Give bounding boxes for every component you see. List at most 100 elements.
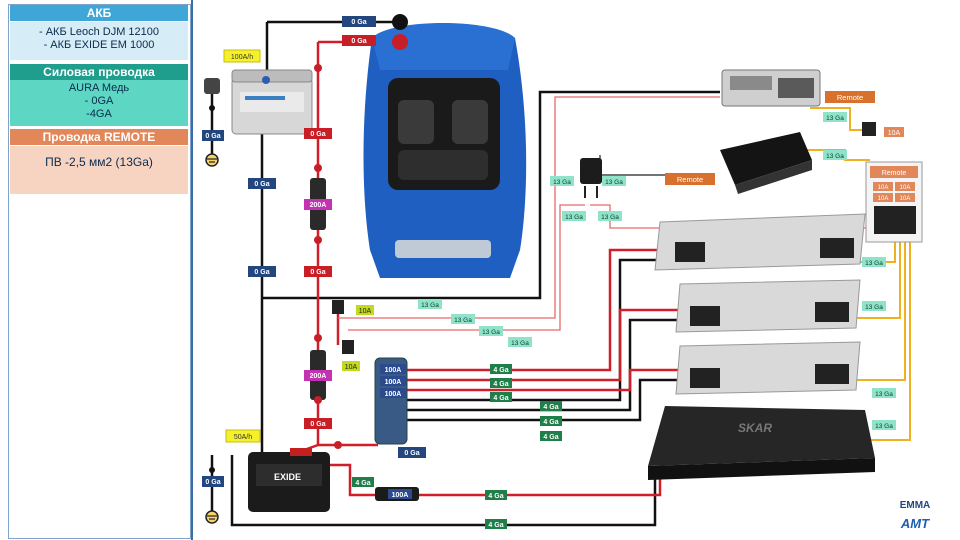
power-wiring-header: Силовая проводка	[10, 64, 188, 80]
ground-symbols	[205, 153, 219, 524]
logo: EMMA AMT	[900, 500, 931, 531]
remote-fuse-box	[865, 161, 923, 243]
fuse-100a-badges	[380, 364, 406, 398]
gauge-text-0ga: 0 Ga 0 Ga 0 Ga 0 Ga 0 Ga 0 Ga 0 Ga 0 Ga …	[205, 19, 419, 486]
power-wiring-item-2: - 0GA	[84, 95, 114, 107]
remote-wiring-item-1: ПВ -2,5 мм2 (13Ga)	[45, 155, 153, 169]
inline-fuse-100a	[375, 487, 419, 501]
gauge-tags-13ga	[418, 112, 896, 430]
fuse-10a-label-b: 10A	[345, 364, 358, 371]
gauge-tags-0ga	[202, 16, 426, 487]
gauge-text-4ga: 4 Ga 4 Ga 4 Ga 4 Ga 4 Ga 4 Ga 4 Ga 4 Ga …	[355, 367, 558, 529]
power-wiring-list: AURA Медь - 0GA -4GA	[10, 80, 188, 126]
battery-leoch	[231, 69, 313, 135]
battery1-rating-badge	[223, 49, 261, 63]
gauge-4ga-9: 4 Ga	[488, 522, 503, 529]
fuse-100a-label-3: 100A	[385, 391, 402, 398]
gauge-13ga-6: 13 Ga	[601, 214, 619, 221]
gauge-13ga-12: 13 Ga	[865, 304, 883, 311]
gauge-4ga-5: 4 Ga	[543, 419, 558, 426]
gauge-0ga-1: 0 Ga	[351, 19, 366, 26]
remote-wiring-list: ПВ -2,5 мм2 (13Ga)	[10, 146, 188, 194]
fuse-100a-label-2: 100A	[385, 379, 402, 386]
fuse-100a-label-1: 100A	[385, 367, 402, 374]
fuse-holder-10a-b	[342, 340, 360, 371]
fuse-holder-10a-a	[332, 300, 374, 315]
remote-wires-black	[599, 155, 715, 176]
remote-box-fuse-3: 10A	[878, 196, 889, 202]
battery-list: - АКБ Leoch DJM 12100 - АКБ EXIDE EM 100…	[10, 22, 188, 60]
fuse-holder-200a-top	[304, 178, 332, 230]
battery-exide	[248, 448, 330, 512]
gauge-13ga-9: 13 Ga	[482, 329, 500, 336]
gauge-4ga-1: 4 Ga	[493, 367, 508, 374]
amplifier-3	[675, 341, 861, 395]
gauge-text-13ga: 13 Ga 13 Ga 13 Ga 13 Ga 13 Ga 13 Ga 13 G…	[421, 115, 893, 430]
gauge-0ga-9: 0 Ga	[404, 450, 419, 457]
gauge-0ga-6: 0 Ga	[310, 131, 325, 138]
power-wiring-item-3: -4GA	[86, 108, 112, 120]
dsp-processor	[720, 132, 812, 194]
battery-item-1: - АКБ Leoch DJM 12100	[38, 26, 160, 38]
remote-box-fuse-2: 10A	[900, 185, 911, 191]
junction-dots-black	[209, 105, 215, 473]
amplifier-2	[675, 279, 861, 333]
battery2-rating-badge	[225, 429, 261, 443]
gauge-0ga-3: 0 Ga	[205, 133, 220, 140]
gauge-13ga-10: 13 Ga	[511, 340, 529, 347]
battery2-brand: EXIDE	[274, 472, 301, 482]
inline-fuse-100a-label: 100A	[392, 492, 409, 499]
remote-tag-relay	[665, 173, 715, 185]
battery2-rating: 50A/h	[234, 434, 252, 441]
remote-tag-head-unit-text: Remote	[837, 93, 863, 102]
gauge-13ga-1: 13 Ga	[826, 115, 844, 122]
logo-bottom-text: AMT	[900, 516, 930, 531]
head-unit-fuse-holder	[862, 122, 904, 137]
battery-header: АКБ	[10, 5, 188, 21]
gauge-0ga-4: 0 Ga	[254, 181, 269, 188]
gauge-0ga-7: 0 Ga	[310, 269, 325, 276]
gauge-4ga-7: 4 Ga	[355, 480, 370, 487]
gauge-13ga-4: 13 Ga	[605, 179, 623, 186]
gauge-4ga-3: 4 Ga	[493, 395, 508, 402]
car-convertible	[363, 14, 527, 278]
gauge-0ga-2: 0 Ga	[351, 38, 366, 45]
relay	[580, 158, 602, 198]
fuse-200a-label-bottom: 200A	[310, 373, 327, 380]
battery-item-2: - АКБ EXIDE EM 1000	[43, 39, 155, 51]
gauge-13ga-13: 13 Ga	[875, 391, 893, 398]
fuse-holder-200a-bottom	[304, 350, 332, 400]
remote-wiring-header: Проводка REMOTE	[10, 129, 188, 145]
gauge-13ga-3: 13 Ga	[553, 179, 571, 186]
amplifier-1	[654, 213, 866, 271]
remote-box-fuse-4: 10A	[900, 196, 911, 202]
fuse-200a-label-top: 200A	[310, 202, 327, 209]
gauge-4ga-4: 4 Ga	[543, 404, 558, 411]
gauge-13ga-2: 13 Ga	[826, 153, 844, 160]
gauge-13ga-8: 13 Ga	[454, 317, 472, 324]
remote-tag-head-unit	[825, 91, 875, 103]
gauge-4ga-8: 4 Ga	[488, 493, 503, 500]
panel-divider	[191, 0, 193, 540]
junction-dots-red	[314, 64, 342, 449]
gauge-4ga-6: 4 Ga	[543, 434, 558, 441]
fuse-10a-label-a: 10A	[359, 308, 372, 315]
amplifier-skar-brand: SKAR	[738, 421, 772, 435]
gauge-13ga-14: 13 Ga	[875, 423, 893, 430]
ground-symbol-lines	[207, 158, 217, 520]
remote-box-title: Remote	[882, 170, 907, 177]
logo-top-text: EMMA	[900, 500, 931, 511]
head-unit-fuse-label: 10A	[888, 130, 901, 137]
head-unit	[721, 69, 821, 107]
gauge-0ga-8: 0 Ga	[310, 421, 325, 428]
remote-box-fuse-1: 10A	[878, 185, 889, 191]
gauge-0ga-10: 0 Ga	[205, 479, 220, 486]
gauge-tags-4ga	[352, 364, 562, 529]
ground-connector	[204, 78, 220, 94]
remote-tag-relay-text: Remote	[677, 175, 703, 184]
amplifier-skar	[648, 406, 875, 480]
gauge-13ga-7: 13 Ga	[421, 302, 439, 309]
gauge-0ga-5: 0 Ga	[254, 269, 269, 276]
gauge-13ga-11: 13 Ga	[865, 260, 883, 267]
